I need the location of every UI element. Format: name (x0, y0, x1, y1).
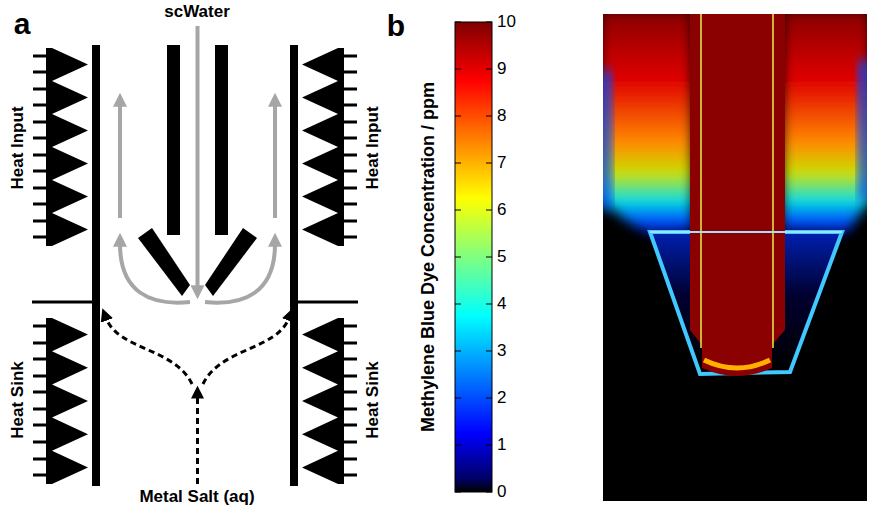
scwater-flow-arrow (196, 26, 200, 288)
tube-tip (704, 360, 770, 368)
tick-label: 5 (497, 247, 506, 267)
dye-image (603, 14, 867, 501)
tick-label: 1 (497, 435, 506, 455)
zone-divider (32, 301, 358, 304)
nozzle-cone (205, 228, 257, 296)
zone-label: Heat Input (363, 106, 383, 189)
tube-wall (701, 14, 773, 348)
tick-label: 10 (497, 12, 516, 32)
heater-comb (33, 56, 357, 475)
zone-label: Heat Sink (8, 361, 28, 438)
tick-label: 2 (497, 388, 506, 408)
inner-pipe-wall (167, 45, 180, 235)
plume-edge (603, 70, 612, 210)
panel-letter: a (14, 7, 31, 42)
dye-tube (690, 14, 785, 376)
heat-sink-heater (302, 318, 344, 484)
flow-arrows (106, 26, 289, 484)
mixed-flow-arrow (205, 244, 275, 303)
inlet-label: scWater (164, 2, 230, 22)
heater-group (46, 48, 344, 484)
tick-label: 9 (497, 59, 506, 79)
heat-input-heater (46, 48, 88, 246)
axis-title: Methylene Blue Dye Concentration / ppm (418, 82, 439, 432)
panel-letter: b (387, 9, 405, 44)
dye-plume (603, 14, 692, 236)
colour-bar (455, 22, 492, 492)
outer-wall (92, 45, 100, 486)
colour-bar-ticks (455, 22, 492, 492)
cone-rim (650, 231, 842, 233)
inner-pipe-wall (215, 45, 228, 235)
metal-salt-flow-arrow (203, 318, 289, 384)
metal-salt-flow-arrow (196, 396, 199, 484)
tick-label: 6 (497, 200, 506, 220)
inlet-label: Metal Salt (aq) (139, 487, 254, 507)
heat-sink-heater (46, 318, 88, 484)
zone-label: Heat Input (8, 106, 28, 189)
heat-input-heater (302, 48, 344, 246)
nozzle-cone (138, 228, 190, 296)
tick-label: 4 (497, 294, 506, 314)
rising-flow-arrow (118, 104, 122, 218)
mixed-flow-arrow (120, 244, 190, 303)
tick-label: 7 (497, 153, 506, 173)
outer-wall (290, 45, 298, 486)
tick-label: 0 (497, 482, 506, 502)
tick-label: 8 (497, 106, 506, 126)
plume-edge (858, 60, 867, 200)
dye-plume (783, 14, 867, 234)
tick-label: 3 (497, 341, 506, 361)
zone-label: Heat Sink (363, 361, 383, 438)
rising-flow-arrow (273, 104, 277, 218)
metal-salt-flow-arrow (106, 318, 192, 384)
